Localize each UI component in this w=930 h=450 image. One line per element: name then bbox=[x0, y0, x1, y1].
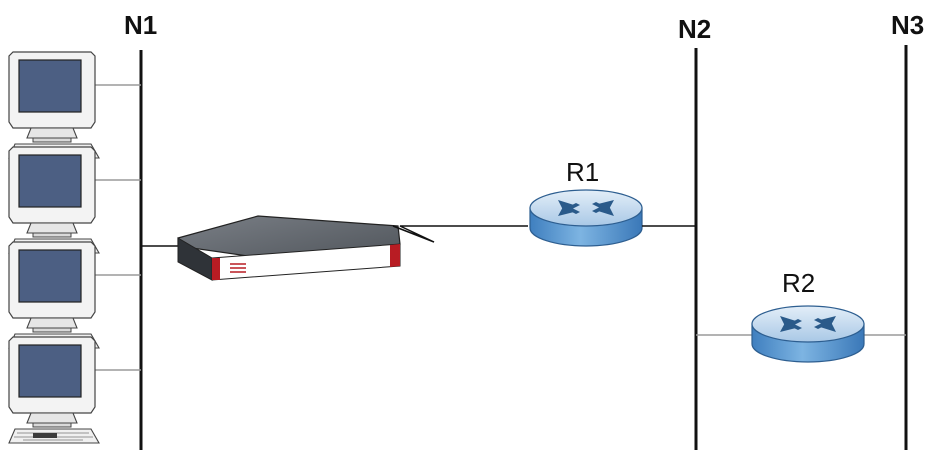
router-r2-icon bbox=[751, 305, 865, 363]
network-n3-label: N3 bbox=[891, 10, 924, 40]
router-r2-label: R2 bbox=[782, 268, 815, 298]
router-r1-icon bbox=[529, 189, 643, 247]
firewall-r1-link bbox=[392, 225, 528, 243]
computer-icon bbox=[8, 241, 100, 349]
network-n1-label: N1 bbox=[124, 10, 157, 40]
router-r1-label: R1 bbox=[566, 157, 599, 187]
computer-icon bbox=[8, 336, 100, 444]
network-n2-label: N2 bbox=[678, 14, 711, 44]
firewall-appliance-icon bbox=[177, 215, 401, 281]
computer-icon bbox=[8, 51, 100, 159]
computer-icon bbox=[8, 146, 100, 254]
